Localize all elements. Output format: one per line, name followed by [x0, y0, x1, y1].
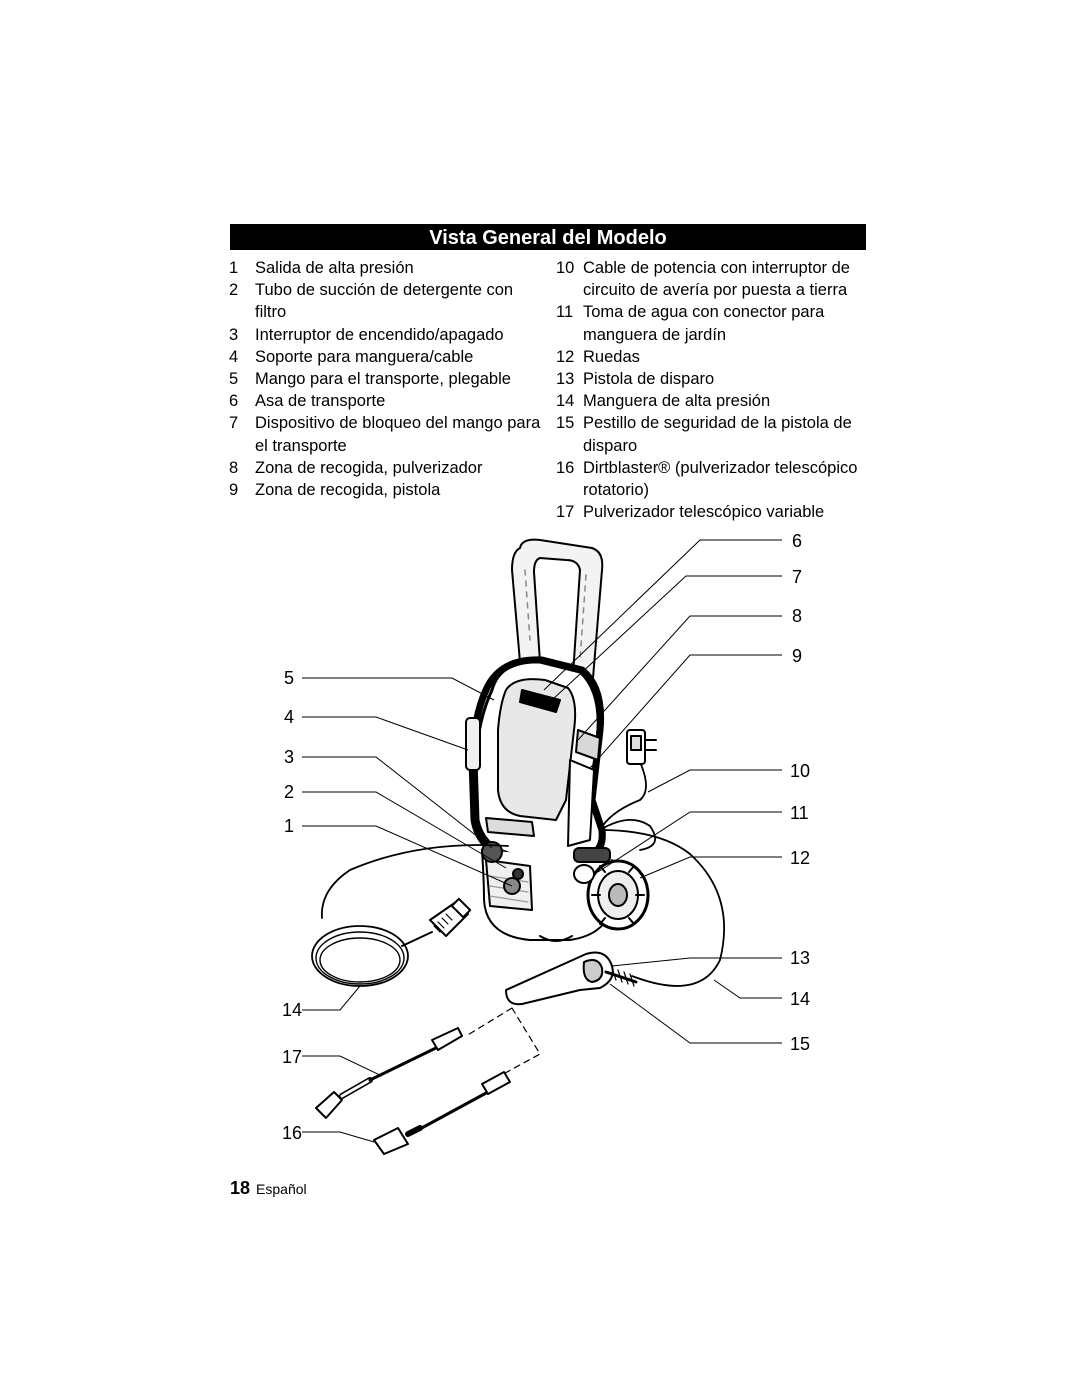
item-text: Dirtblaster® (pulverizador telescópico r… [583, 458, 858, 500]
callout-leader-lines [302, 539, 782, 1143]
item-number: 7 [229, 414, 239, 433]
parts-list-right: 10 Cable de potencia con interruptor de c… [556, 257, 868, 523]
item-number: 3 [229, 325, 239, 344]
dirtblaster-lance [373, 1127, 409, 1155]
item-text: Ruedas [583, 347, 640, 366]
high-pressure-hose [321, 844, 509, 919]
callout-label: 4 [284, 707, 294, 727]
item-number: 15 [556, 414, 575, 433]
list-item: 13 Pistola de disparo [556, 368, 868, 390]
list-item: 17 Pulverizador telescópico variable [556, 501, 868, 523]
list-item: 12 Ruedas [556, 346, 868, 368]
footer-language: Español [256, 1181, 307, 1197]
item-number: 14 [556, 392, 575, 411]
list-item: 9 Zona de recogida, pistola [229, 479, 547, 501]
callout-labels: 5 4 3 2 1 6 7 8 9 10 11 12 13 14 15 14 1… [282, 531, 810, 1143]
callout-label: 13 [790, 948, 810, 968]
item-text: Mango para el transporte, plegable [255, 370, 511, 389]
callout-label: 15 [790, 1034, 810, 1054]
list-item: 16 Dirtblaster® (pulverizador telescópico… [556, 457, 868, 501]
callout-label: 1 [284, 816, 294, 836]
pressure-washer-illustration [311, 538, 726, 1155]
list-item: 6 Asa de transporte [229, 390, 547, 412]
parts-list-left: 1 Salida de alta presión 2 Tubo de succión… [229, 257, 547, 501]
item-number: 2 [229, 281, 239, 300]
list-item: 11 Toma de agua con conector para manguer… [556, 301, 868, 345]
list-item: 5 Mango para el transporte, plegable [229, 368, 547, 390]
list-item: 15 Pestillo de seguridad de la pistola de… [556, 412, 868, 456]
item-number: 4 [229, 347, 239, 366]
callout-label: 8 [792, 606, 802, 626]
list-item: 10 Cable de potencia con interruptor de c… [556, 257, 868, 301]
item-text: Soporte para manguera/cable [255, 347, 474, 366]
item-text: Pestillo de seguridad de la pistola de d… [583, 414, 852, 455]
list-item: 7 Dispositivo de bloqueo del mango para e… [229, 412, 547, 456]
list-item: 14 Manguera de alta presión [556, 390, 868, 412]
callout-label: 9 [792, 646, 802, 666]
callout-label: 11 [790, 803, 809, 823]
item-text: Pistola de disparo [583, 370, 715, 389]
callout-label: 3 [284, 747, 294, 767]
item-text: Asa de transporte [255, 392, 386, 411]
callout-label: 12 [790, 848, 810, 868]
power-cord [599, 761, 657, 851]
callout-label: 14 [282, 1000, 302, 1020]
page-footer: 18 Español [230, 1178, 307, 1199]
item-number: 17 [556, 503, 575, 522]
transport-handle [511, 538, 604, 691]
item-text: Pulverizador telescópico variable [583, 503, 825, 522]
item-number: 5 [229, 370, 239, 389]
item-text: Salida de alta presión [255, 259, 414, 277]
list-item: 3 Interruptor de encendido/apagado [229, 324, 547, 346]
callout-label: 14 [790, 989, 810, 1009]
list-item: 4 Soporte para manguera/cable [229, 346, 547, 368]
list-item: 2 Tubo de succión de detergente con filtr… [229, 279, 547, 323]
callout-label: 16 [282, 1123, 302, 1143]
item-text: Toma de agua con conector para manguera … [583, 303, 825, 344]
item-number: 9 [229, 481, 239, 500]
item-number: 16 [556, 458, 575, 477]
callout-label: 2 [284, 782, 294, 802]
callout-label: 7 [792, 567, 802, 587]
item-number: 8 [229, 458, 239, 477]
callout-label: 10 [790, 761, 810, 781]
item-text: Manguera de alta presión [583, 392, 771, 411]
item-number: 1 [229, 259, 239, 277]
callout-label: 5 [284, 668, 294, 688]
list-item: 1 Salida de alta presión [229, 257, 547, 279]
item-number: 10 [556, 259, 575, 277]
variable-spray-lance [315, 1091, 343, 1119]
item-text: Cable de potencia con interruptor de cir… [583, 259, 850, 300]
item-number: 12 [556, 347, 575, 366]
item-text: Zona de recogida, pistola [255, 481, 441, 500]
item-number: 6 [229, 392, 239, 411]
list-item: 8 Zona de recogida, pulverizador [229, 457, 547, 479]
item-text: Interruptor de encendido/apagado [255, 325, 504, 344]
callout-label: 6 [792, 531, 802, 551]
item-text: Tubo de succión de detergente con filtro [255, 281, 514, 322]
item-number: 13 [556, 370, 575, 389]
item-number: 11 [556, 303, 574, 322]
item-text: Dispositivo de bloqueo del mango para el… [255, 414, 541, 455]
page-number: 18 [230, 1178, 251, 1198]
item-text: Zona de recogida, pulverizador [255, 458, 483, 477]
section-title: Vista General del Modelo [230, 224, 866, 250]
callout-label: 17 [282, 1047, 302, 1067]
